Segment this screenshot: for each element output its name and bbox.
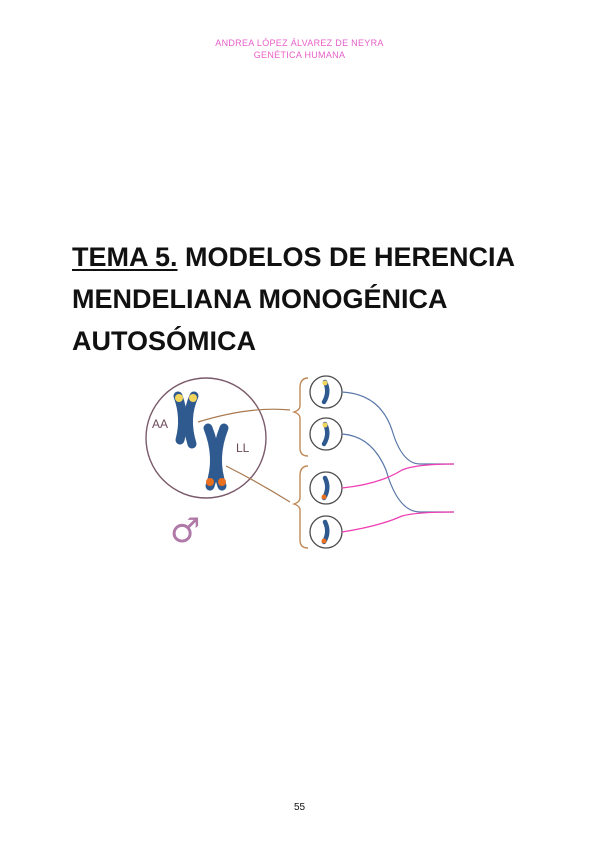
combination-line-blue-1 xyxy=(341,391,454,465)
combination-line-pink-2 xyxy=(341,511,455,533)
gamete-a-1 xyxy=(309,375,343,409)
chromosome-ll xyxy=(203,423,229,491)
gamete-l-2 xyxy=(309,515,343,549)
combination-line-blue-2 xyxy=(341,433,454,513)
chromosome-aa xyxy=(173,391,199,449)
title-line-1: TEMA 5. MODELOS DE HERENCIA xyxy=(72,236,542,278)
page-number: 55 xyxy=(293,802,306,813)
pointer-line-ll xyxy=(225,465,291,503)
title-tema-prefix: TEMA 5. xyxy=(72,242,178,272)
title-line-2: MENDELIANA MONOGÉNICA xyxy=(72,284,448,314)
cell-nucleus-circle xyxy=(145,377,267,499)
combination-line-pink-1 xyxy=(341,463,455,489)
header-author: ANDREA LÓPEZ ÁLVAREZ DE NEYRA xyxy=(215,38,384,48)
label-ll: LL xyxy=(236,441,250,455)
page-header: ANDREA LÓPEZ ÁLVAREZ DE NEYRA GENÉTICA H… xyxy=(0,37,599,61)
bracket-top xyxy=(291,377,309,457)
gamete-l-1 xyxy=(309,471,343,505)
title-line-1-rest: MODELOS DE HERENCIA xyxy=(177,242,516,272)
title-line-3: AUTOSÓMICA xyxy=(72,326,257,356)
chapter-title: TEMA 5. MODELOS DE HERENCIA MENDELIANA M… xyxy=(72,236,542,362)
male-symbol-icon: ♂ xyxy=(170,511,200,551)
header-subject: GENÉTICA HUMANA xyxy=(253,50,346,60)
meiosis-illustration: AA LL xyxy=(145,375,455,551)
pointer-line-aa xyxy=(197,408,291,423)
bracket-bottom xyxy=(291,465,309,549)
label-aa: AA xyxy=(152,417,168,431)
gamete-a-2 xyxy=(309,417,343,451)
